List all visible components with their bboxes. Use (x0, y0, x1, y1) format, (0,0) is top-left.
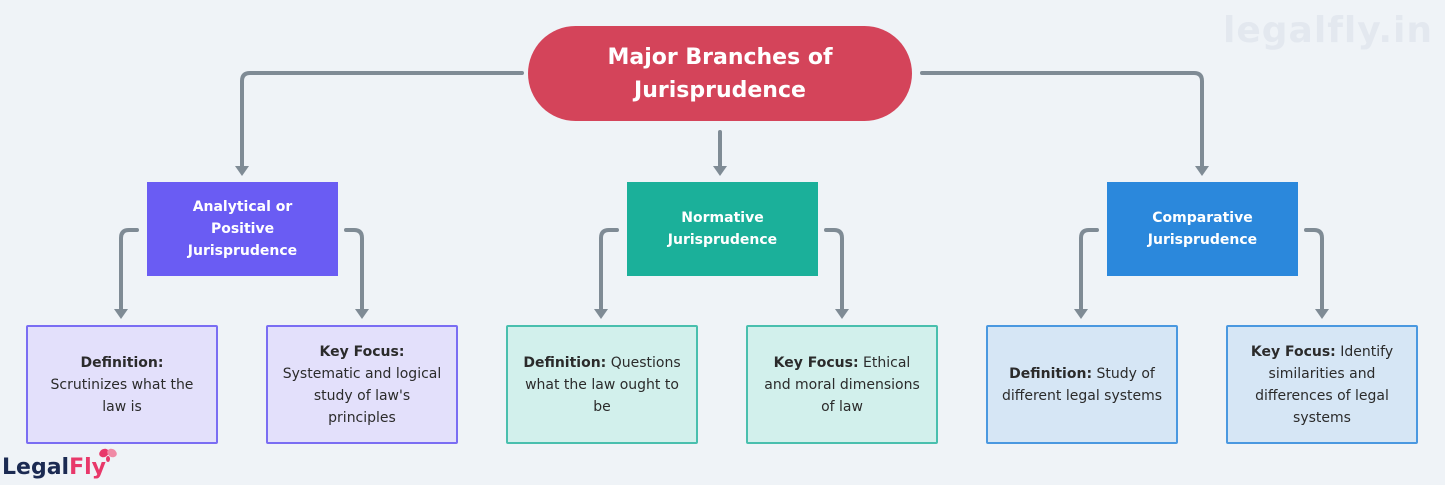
branch-node-normative: Normative Jurisprudence (627, 182, 818, 276)
root-node: Major Branches of Jurisprudence (528, 26, 912, 121)
logo-text-accent: Fly (69, 455, 106, 480)
arrow-root-to-comparative (920, 71, 1204, 172)
arrowhead (1195, 166, 1209, 176)
arrow-analytical-to-definition (119, 228, 139, 315)
leaf-label: Definition: (1009, 365, 1093, 382)
watermark: legalfly.in (1223, 10, 1433, 51)
leaf-normative-definition: Definition: Questions what the law ought… (506, 325, 698, 444)
leaf-label: Definition: (523, 354, 607, 371)
branch-title: Analytical or Positive Jurisprudence (187, 199, 298, 259)
leaf-analytical-definition: Definition: Scrutinizes what the law is (26, 325, 218, 444)
butterfly-icon (99, 448, 117, 462)
brand-logo: LegalFly (2, 448, 117, 480)
arrowhead (835, 309, 849, 319)
leaf-text: Ethical and moral dimensions of law (764, 354, 920, 415)
arrow-comparative-to-keyfocus (1304, 228, 1324, 315)
arrow-analytical-to-keyfocus (344, 228, 364, 315)
arrowhead (713, 166, 727, 176)
arrow-normative-to-keyfocus (824, 228, 844, 315)
leaf-comparative-definition: Definition: Study of different legal sys… (986, 325, 1178, 444)
arrow-comparative-to-definition (1079, 228, 1099, 315)
leaf-label: Key Focus: (773, 354, 859, 371)
root-title: Major Branches of Jurisprudence (607, 44, 833, 103)
leaf-comparative-key-focus: Key Focus: Identify similarities and dif… (1226, 325, 1418, 444)
arrowhead (1315, 309, 1329, 319)
logo-text-main: Legal (2, 455, 70, 480)
branch-title: Comparative Jurisprudence (1147, 210, 1258, 248)
leaf-text: Study of different legal systems (1001, 365, 1163, 404)
leaf-text: Identify similarities and differences of… (1255, 343, 1394, 426)
leaf-text: Systematic and logical study of law's pr… (282, 365, 442, 426)
branch-node-analytical: Analytical or Positive Jurisprudence (147, 182, 338, 276)
arrowhead (114, 309, 128, 319)
arrowhead (1074, 309, 1088, 319)
branch-node-comparative: Comparative Jurisprudence (1107, 182, 1298, 276)
leaf-label: Key Focus: (319, 343, 405, 360)
leaf-text: Questions what the law ought to be (525, 354, 681, 415)
leaf-analytical-key-focus: Key Focus: Systematic and logical study o… (266, 325, 458, 444)
arrow-root-to-analytical (240, 71, 524, 172)
arrowhead (355, 309, 369, 319)
arrow-normative-to-definition (599, 228, 619, 315)
branch-title: Normative Jurisprudence (667, 210, 778, 248)
leaf-label: Definition: (80, 354, 164, 371)
leaf-label: Key Focus: (1250, 343, 1336, 360)
leaf-normative-key-focus: Key Focus: Ethical and moral dimensions … (746, 325, 938, 444)
arrowhead (594, 309, 608, 319)
arrowhead (235, 166, 249, 176)
leaf-text: Scrutinizes what the law is (50, 376, 194, 415)
